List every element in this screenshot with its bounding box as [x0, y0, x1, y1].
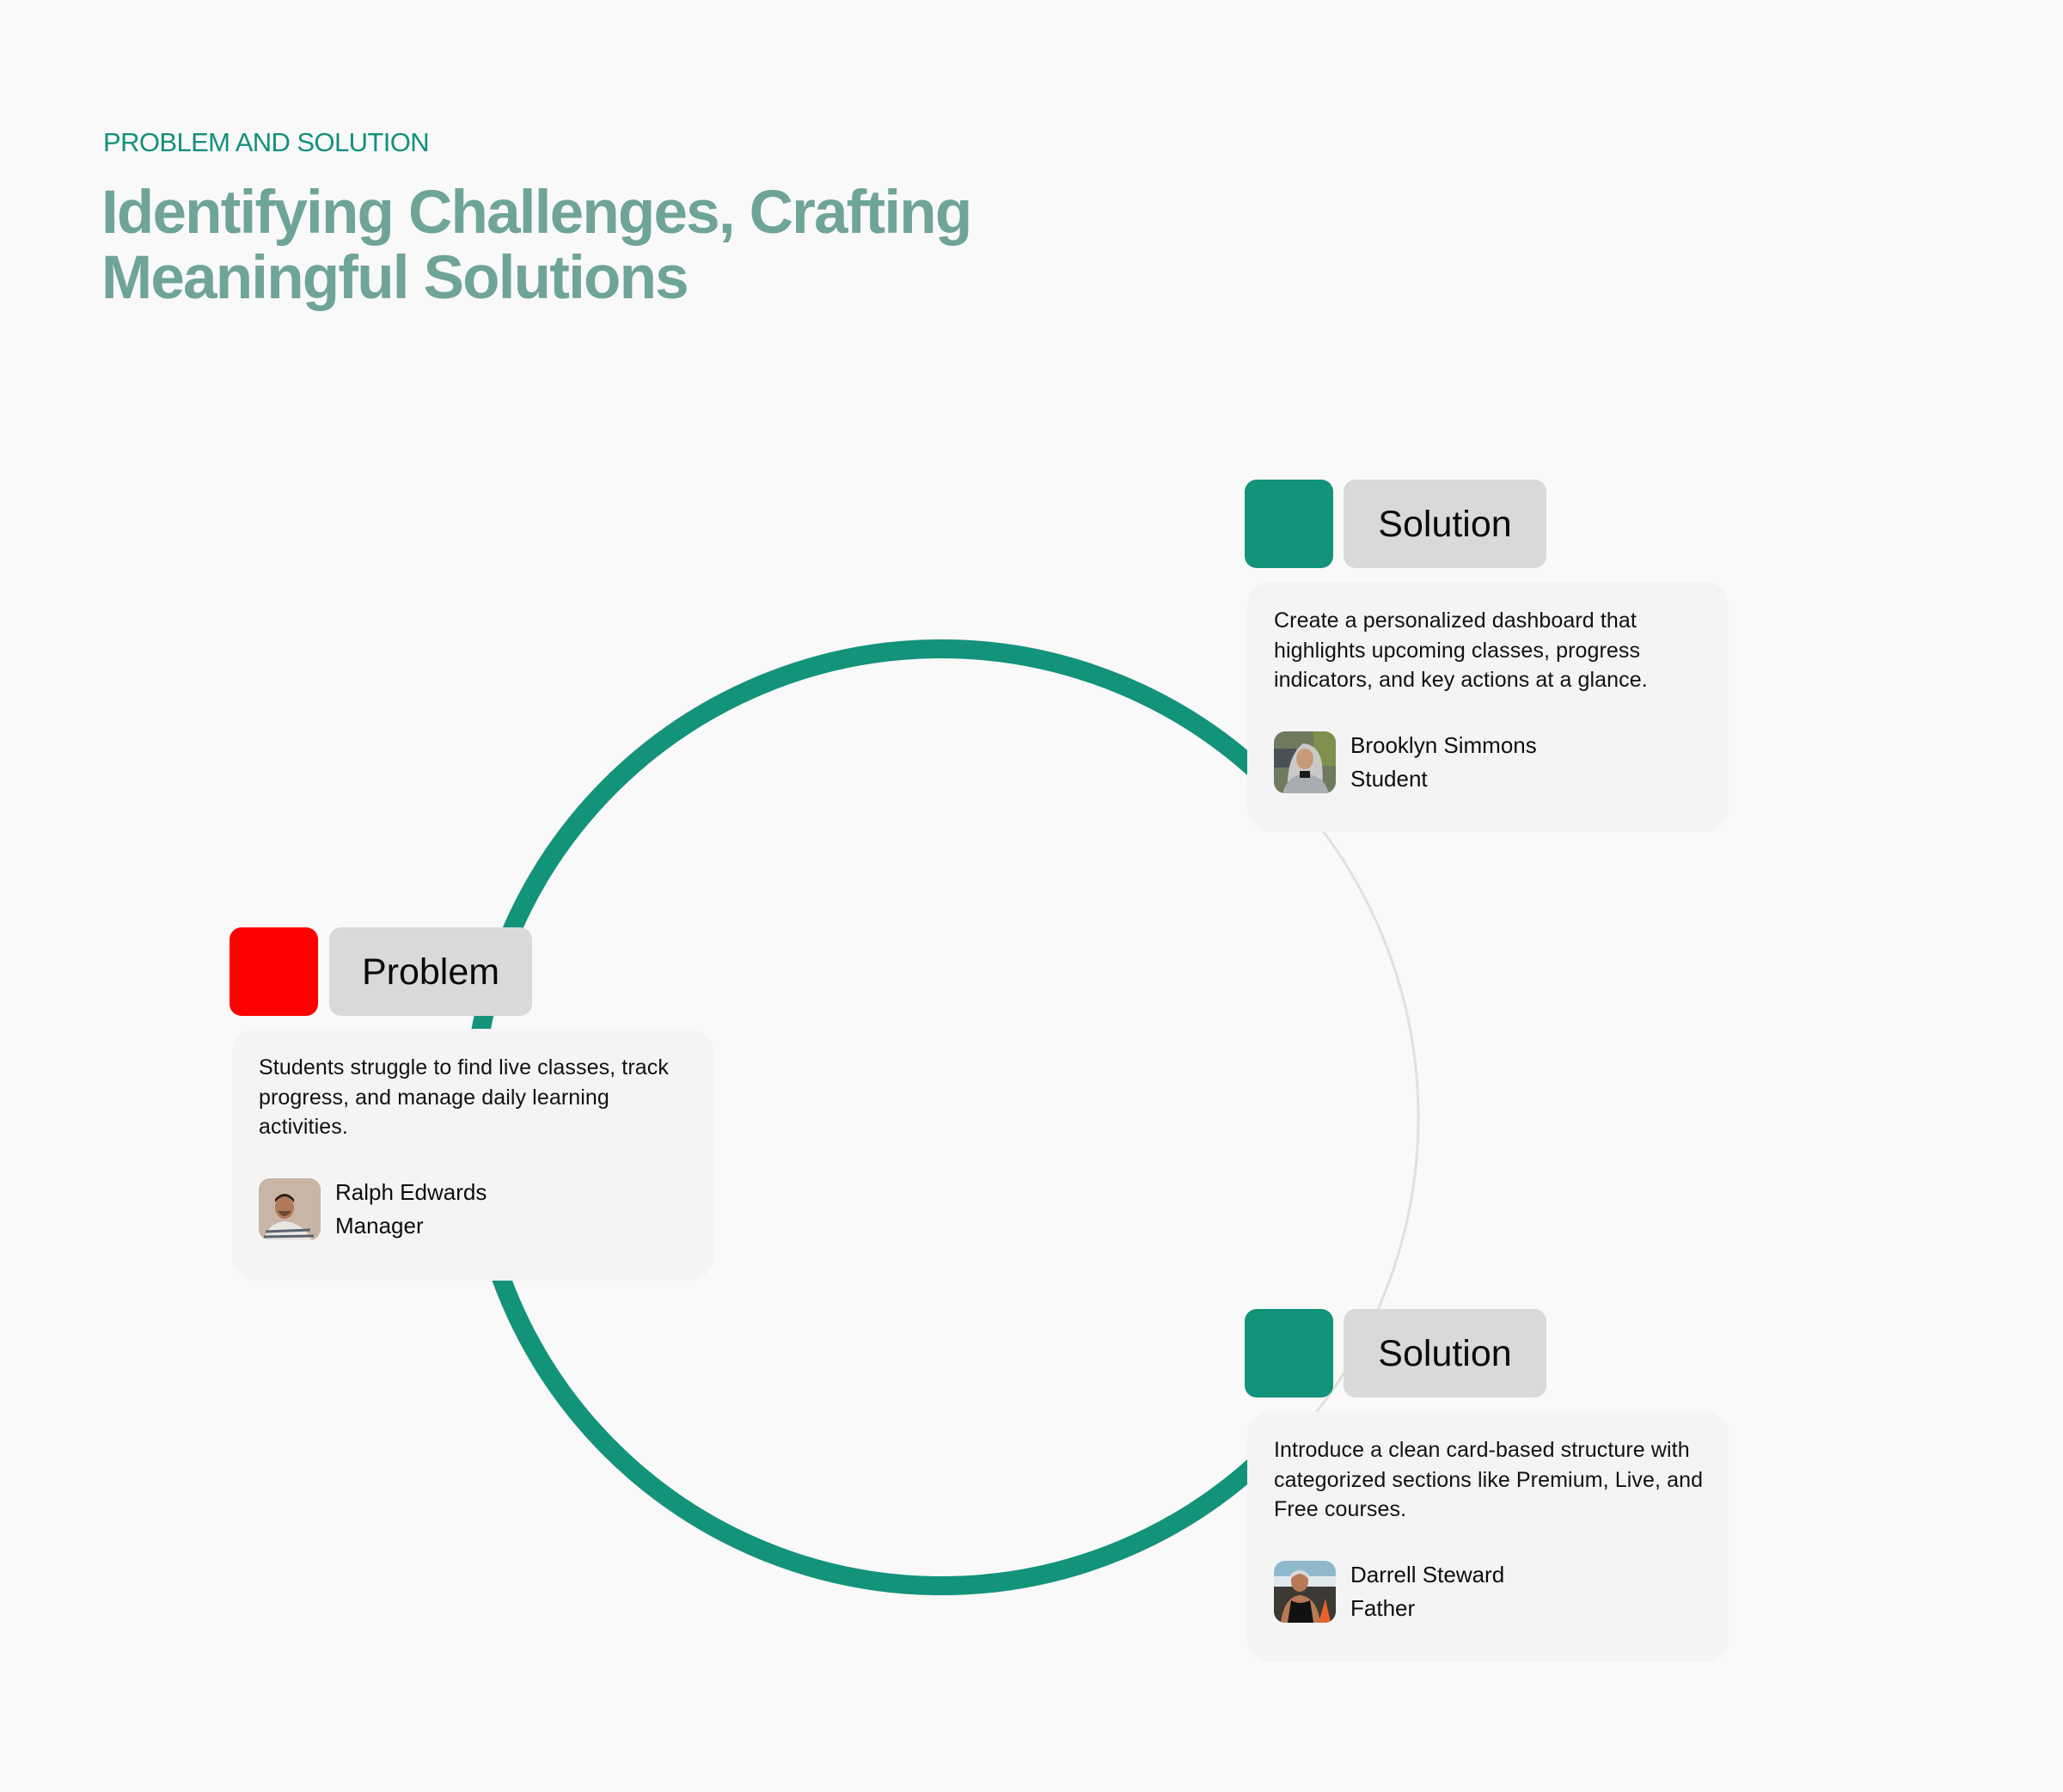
- solution-label: Solution: [1344, 1309, 1546, 1398]
- problem-card: Students struggle to find live classes, …: [232, 1029, 713, 1281]
- person-name: Ralph Edwards: [335, 1179, 487, 1205]
- person-role: Student: [1350, 766, 1428, 792]
- problem-person: Ralph Edwards Manager: [259, 1176, 487, 1243]
- solution-marker-green-square: [1245, 1309, 1333, 1398]
- solution-card-2: Introduce a clean card-based structure w…: [1247, 1411, 1729, 1662]
- person-name: Darrell Steward: [1350, 1562, 1505, 1587]
- page-title: Identifying Challenges, Crafting Meaning…: [101, 180, 1133, 311]
- solution-label: Solution: [1344, 480, 1546, 568]
- person-name: Brooklyn Simmons: [1350, 732, 1537, 758]
- solution-person: Brooklyn Simmons Student: [1274, 729, 1537, 796]
- person-role: Manager: [335, 1213, 424, 1238]
- avatar-darrell-steward: [1274, 1561, 1336, 1623]
- solution-description: Introduce a clean card-based structure w…: [1274, 1438, 1704, 1521]
- problem-description: Students struggle to find live classes, …: [259, 1055, 669, 1139]
- problem-label: Problem: [329, 927, 532, 1016]
- solution-person: Darrell Steward Father: [1274, 1558, 1504, 1625]
- page-title-line-1: Identifying Challenges, Crafting: [101, 179, 972, 247]
- avatar-ralph-edwards: [259, 1178, 321, 1240]
- avatar-brooklyn-simmons: [1274, 731, 1336, 793]
- section-eyebrow: PROBLEM AND SOLUTION: [103, 127, 430, 157]
- person-role: Father: [1350, 1595, 1416, 1621]
- solution-description: Create a personalized dashboard that hig…: [1274, 609, 1648, 692]
- page-title-line-2: Meaningful Solutions: [101, 244, 689, 312]
- solution-card-1: Create a personalized dashboard that hig…: [1247, 582, 1729, 832]
- solution-marker-green-square: [1245, 480, 1333, 568]
- problem-marker-red-square: [230, 927, 318, 1016]
